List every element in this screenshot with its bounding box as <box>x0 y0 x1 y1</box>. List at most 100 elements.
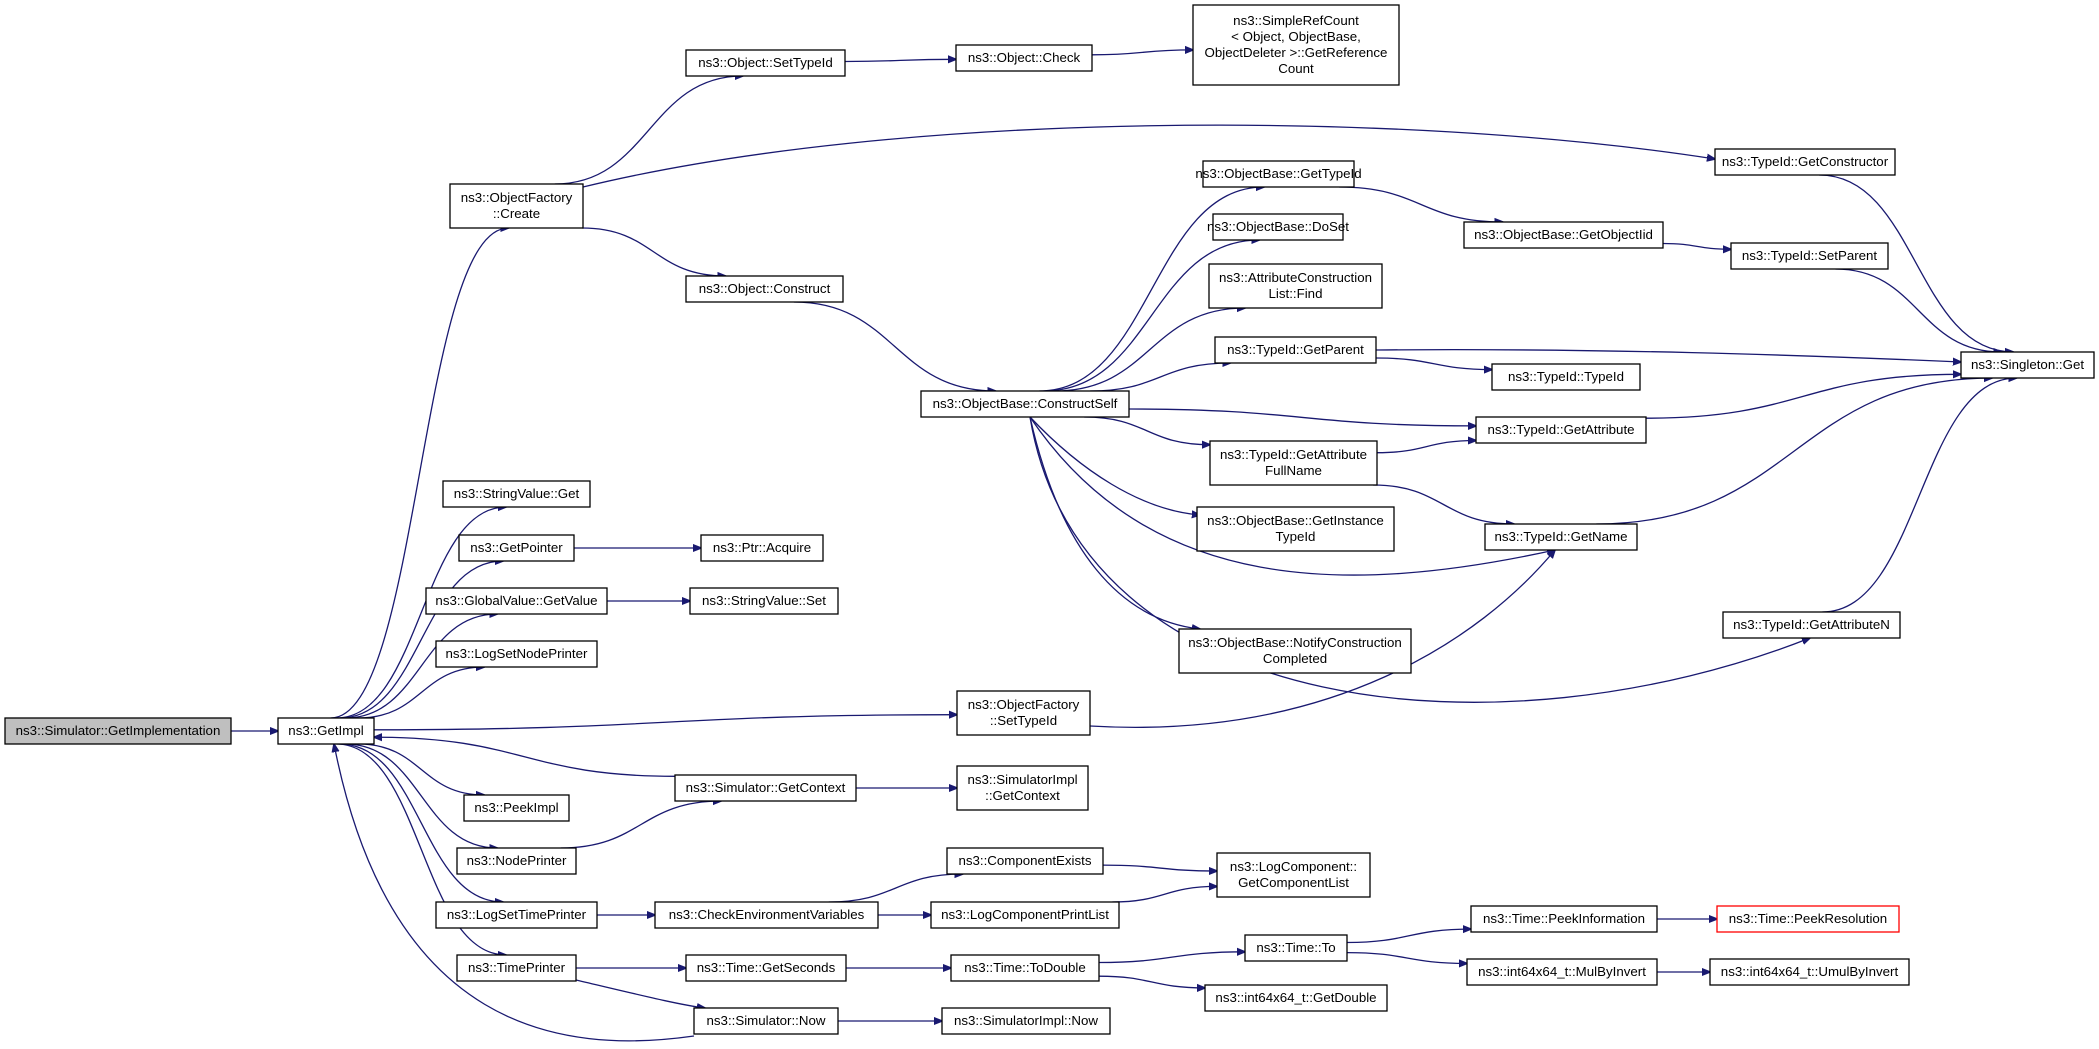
node-singletonget[interactable]: ns3::Singleton::Get <box>1960 351 2095 379</box>
node-box[interactable] <box>1244 934 1348 962</box>
node-box[interactable] <box>1208 263 1383 309</box>
node-timegetseconds[interactable]: ns3::Time::GetSeconds <box>685 954 847 982</box>
node-box[interactable] <box>956 690 1091 736</box>
node-stringset[interactable]: ns3::StringValue::Set <box>689 587 839 615</box>
node-box[interactable] <box>1722 611 1901 639</box>
node-box[interactable] <box>449 183 584 229</box>
node-box[interactable] <box>1730 242 1889 270</box>
node-logsetnode[interactable]: ns3::LogSetNodePrinter <box>435 640 598 668</box>
node-box[interactable] <box>1470 905 1658 933</box>
node-simnow[interactable]: ns3::Simulator::Now <box>693 1007 839 1035</box>
node-getconstructor[interactable]: ns3::TypeId::GetConstructor <box>1714 148 1896 176</box>
node-box[interactable] <box>1475 416 1647 444</box>
node-getcomponentlist[interactable]: ns3::LogComponent::GetComponentList <box>1216 852 1371 898</box>
node-ofcreate[interactable]: ns3::ObjectFactory::Create <box>449 183 584 229</box>
node-box[interactable] <box>458 534 575 562</box>
node-getparent[interactable]: ns3::TypeId::GetParent <box>1214 336 1377 364</box>
node-getdouble[interactable]: ns3::int64x64_t::GetDouble <box>1204 984 1388 1012</box>
node-box[interactable] <box>654 901 879 929</box>
node-box[interactable] <box>685 275 844 303</box>
node-componentexists[interactable]: ns3::ComponentExists <box>946 847 1104 875</box>
node-box[interactable] <box>1216 852 1371 898</box>
node-timeprinter[interactable]: ns3::TimePrinter <box>456 954 577 982</box>
node-ptracquire[interactable]: ns3::Ptr::Acquire <box>700 534 824 562</box>
node-box[interactable] <box>1714 148 1896 176</box>
node-getname[interactable]: ns3::TypeId::GetName <box>1484 523 1638 551</box>
node-box[interactable] <box>700 534 824 562</box>
node-box[interactable] <box>456 847 577 875</box>
node-box[interactable] <box>1214 336 1377 364</box>
node-box[interactable] <box>1466 958 1658 986</box>
node-box[interactable] <box>1960 351 2095 379</box>
node-box[interactable] <box>435 640 598 668</box>
node-box[interactable] <box>1463 221 1664 249</box>
node-box[interactable] <box>674 774 857 802</box>
node-objconstruct[interactable]: ns3::Object::Construct <box>685 275 844 303</box>
node-box[interactable] <box>1709 958 1910 986</box>
node-getimpl[interactable]: ns3::GetImpl <box>277 717 375 745</box>
node-simimplgetcontext[interactable]: ns3::SimulatorImpl::GetContext <box>956 765 1089 811</box>
node-logsettime[interactable]: ns3::LogSetTimePrinter <box>435 901 598 929</box>
node-box[interactable] <box>1178 628 1412 674</box>
node-getattribute[interactable]: ns3::TypeId::GetAttribute <box>1475 416 1647 444</box>
node-simgetcontext[interactable]: ns3::Simulator::GetContext <box>674 774 857 802</box>
node-box[interactable] <box>277 717 375 745</box>
node-box[interactable] <box>1484 523 1638 551</box>
node-box[interactable] <box>1196 506 1395 552</box>
node-simimplnow[interactable]: ns3::SimulatorImpl::Now <box>941 1007 1111 1035</box>
node-gvgetvalue[interactable]: ns3::GlobalValue::GetValue <box>425 587 608 615</box>
node-logcompprintlist[interactable]: ns3::LogComponentPrintList <box>930 901 1120 929</box>
node-simplerefcount[interactable]: ns3::SimpleRefCount< Object, ObjectBase,… <box>1192 4 1400 86</box>
node-settypeid[interactable]: ns3::Object::SetTypeId <box>685 49 846 77</box>
node-peekimpl[interactable]: ns3::PeekImpl <box>463 794 570 822</box>
node-timetodouble[interactable]: ns3::Time::ToDouble <box>950 954 1100 982</box>
node-typeidtypeid[interactable]: ns3::TypeId::TypeId <box>1491 363 1641 391</box>
node-box[interactable] <box>930 901 1120 929</box>
node-getobjectiid[interactable]: ns3::ObjectBase::GetObjectIid <box>1463 221 1664 249</box>
node-dosetnode[interactable]: ns3::ObjectBase::DoSet <box>1207 213 1349 241</box>
node-box[interactable] <box>442 480 591 508</box>
node-box[interactable] <box>950 954 1100 982</box>
node-obgettypeid[interactable]: ns3::ObjectBase::GetTypeId <box>1195 160 1362 188</box>
node-box[interactable] <box>685 49 846 77</box>
node-root[interactable]: ns3::Simulator::GetImplementation <box>4 717 232 745</box>
node-box[interactable] <box>456 954 577 982</box>
node-setparent[interactable]: ns3::TypeId::SetParent <box>1730 242 1889 270</box>
node-box[interactable] <box>1204 984 1388 1012</box>
node-box[interactable] <box>955 44 1093 72</box>
node-notifyconstruction[interactable]: ns3::ObjectBase::NotifyConstructionCompl… <box>1178 628 1412 674</box>
node-box[interactable] <box>1209 440 1378 486</box>
node-stringget[interactable]: ns3::StringValue::Get <box>442 480 591 508</box>
node-getattributen[interactable]: ns3::TypeId::GetAttributeN <box>1722 611 1901 639</box>
node-box[interactable] <box>689 587 839 615</box>
node-box[interactable] <box>941 1007 1111 1035</box>
node-box[interactable] <box>1716 905 1900 933</box>
node-box[interactable] <box>435 901 598 929</box>
node-constructself[interactable]: ns3::ObjectBase::ConstructSelf <box>920 390 1130 418</box>
node-box[interactable] <box>463 794 570 822</box>
node-box[interactable] <box>685 954 847 982</box>
node-objcheck[interactable]: ns3::Object::Check <box>955 44 1093 72</box>
node-box[interactable] <box>4 717 232 745</box>
node-nodeprinter[interactable]: ns3::NodePrinter <box>456 847 577 875</box>
node-box[interactable] <box>920 390 1130 418</box>
node-mulbyinvert[interactable]: ns3::int64x64_t::MulByInvert <box>1466 958 1658 986</box>
node-ofsettypeid[interactable]: ns3::ObjectFactory::SetTypeId <box>956 690 1091 736</box>
node-timeto[interactable]: ns3::Time::To <box>1244 934 1348 962</box>
node-peekinformation[interactable]: ns3::Time::PeekInformation <box>1470 905 1658 933</box>
node-box[interactable] <box>1491 363 1641 391</box>
node-box[interactable] <box>1202 160 1355 188</box>
node-box[interactable] <box>425 587 608 615</box>
node-box[interactable] <box>693 1007 839 1035</box>
node-checkenv[interactable]: ns3::CheckEnvironmentVariables <box>654 901 879 929</box>
node-peekresolution[interactable]: ns3::Time::PeekResolution <box>1716 905 1900 933</box>
node-box[interactable] <box>946 847 1104 875</box>
node-box[interactable] <box>1212 213 1344 241</box>
node-umulbyinvert[interactable]: ns3::int64x64_t::UmulByInvert <box>1709 958 1910 986</box>
node-getpointer[interactable]: ns3::GetPointer <box>458 534 575 562</box>
node-box[interactable] <box>1192 4 1400 86</box>
node-box[interactable] <box>956 765 1089 811</box>
